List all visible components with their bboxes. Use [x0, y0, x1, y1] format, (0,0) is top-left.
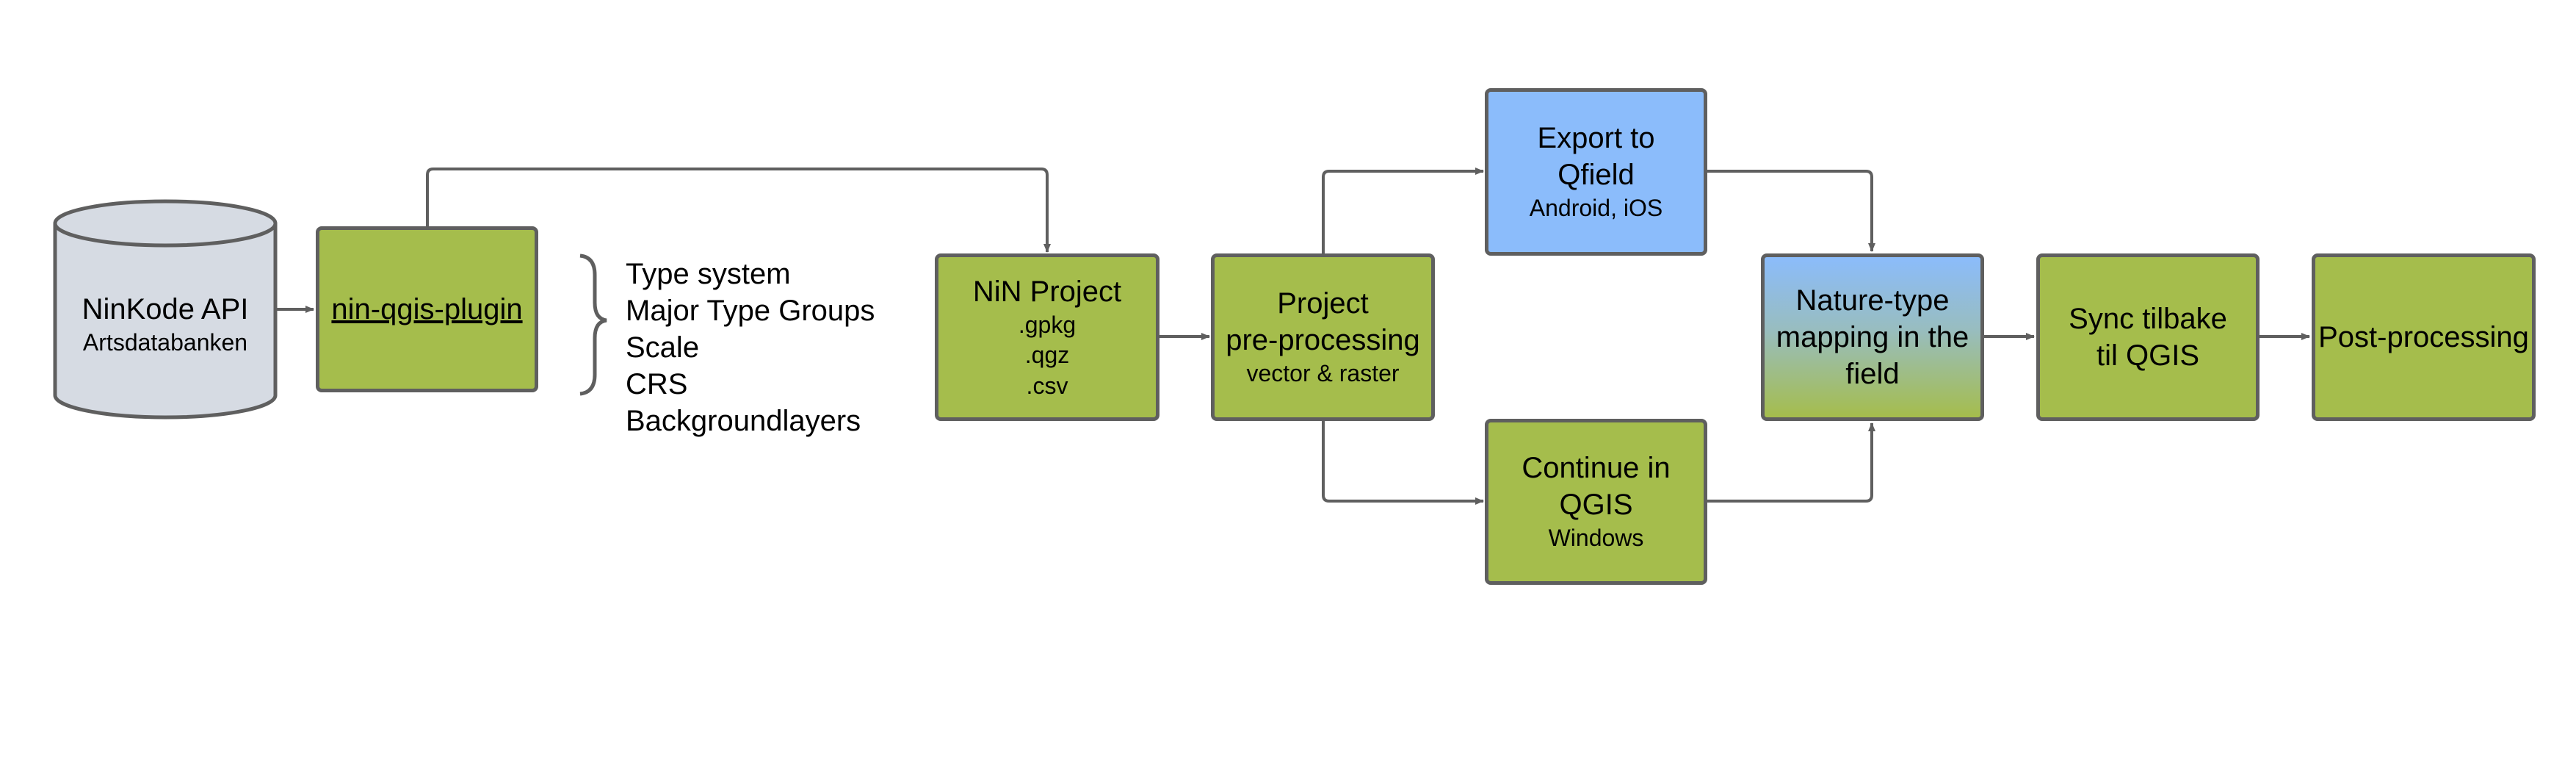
export-node: Export to Qfield Android, iOS: [1485, 88, 1707, 256]
database-subtitle: Artsdatabanken: [82, 329, 248, 356]
plugin-node[interactable]: nin-qgis-plugin: [316, 226, 538, 392]
export-title-2: Qfield: [1557, 159, 1635, 192]
arrow-plugin-to-project: [426, 168, 1051, 253]
postprocessing-node: Post-processing: [2312, 253, 2536, 421]
project-format: .qgz: [1024, 342, 1070, 369]
parameter-item: Scale: [626, 331, 700, 364]
arrow-preprocessing-to-export: [1322, 168, 1484, 253]
mapping-node: Nature-type mapping in the field: [1761, 253, 1984, 421]
project-format: .csv: [1026, 372, 1068, 399]
project-format: .gpkg: [1018, 311, 1077, 338]
mapping-line-3: field: [1845, 358, 1900, 390]
database-title: NinKode API: [82, 293, 249, 325]
sync-line-2: til QGIS: [2096, 339, 2200, 372]
parameter-list: Type system Major Type Groups Scale CRS …: [626, 256, 875, 439]
project-node: NiN Project .gpkg .qgz .csv: [935, 253, 1159, 421]
continue-title-1: Continue in: [1522, 452, 1671, 485]
preprocessing-node: Project pre-processing vector & raster: [1211, 253, 1435, 421]
preprocessing-title-2: pre-processing: [1226, 324, 1420, 357]
sync-line-1: Sync tilbake: [2069, 303, 2227, 335]
export-title-1: Export to: [1537, 122, 1655, 155]
continue-title-2: QGIS: [1559, 489, 1633, 522]
parameter-item: CRS: [626, 368, 688, 400]
preprocessing-subtitle: vector & raster: [1246, 360, 1400, 387]
database-label: NinKode API Artsdatabanken: [53, 291, 278, 359]
arrow-continue-to-mapping: [1707, 422, 1875, 503]
parameter-item: Major Type Groups: [626, 295, 875, 327]
sync-node: Sync tilbake til QGIS: [2036, 253, 2260, 421]
mapping-line-2: mapping in the: [1776, 321, 1969, 353]
brace-icon: [579, 253, 607, 396]
export-subtitle: Android, iOS: [1529, 195, 1663, 222]
database-cylinder-icon: [53, 199, 278, 420]
arrow-preprocessing-to-continue: [1322, 421, 1484, 505]
arrow-export-to-mapping: [1707, 170, 1875, 252]
postprocessing-label: Post-processing: [2318, 321, 2529, 353]
continue-node: Continue in QGIS Windows: [1485, 419, 1707, 585]
preprocessing-title-1: Project: [1277, 287, 1369, 320]
continue-subtitle: Windows: [1548, 525, 1644, 552]
mapping-line-1: Nature-type: [1795, 284, 1950, 317]
parameter-item: Backgroundlayers: [626, 405, 861, 437]
parameter-item: Type system: [626, 258, 791, 290]
plugin-link[interactable]: nin-qgis-plugin: [331, 293, 523, 325]
project-title: NiN Project: [972, 275, 1122, 308]
